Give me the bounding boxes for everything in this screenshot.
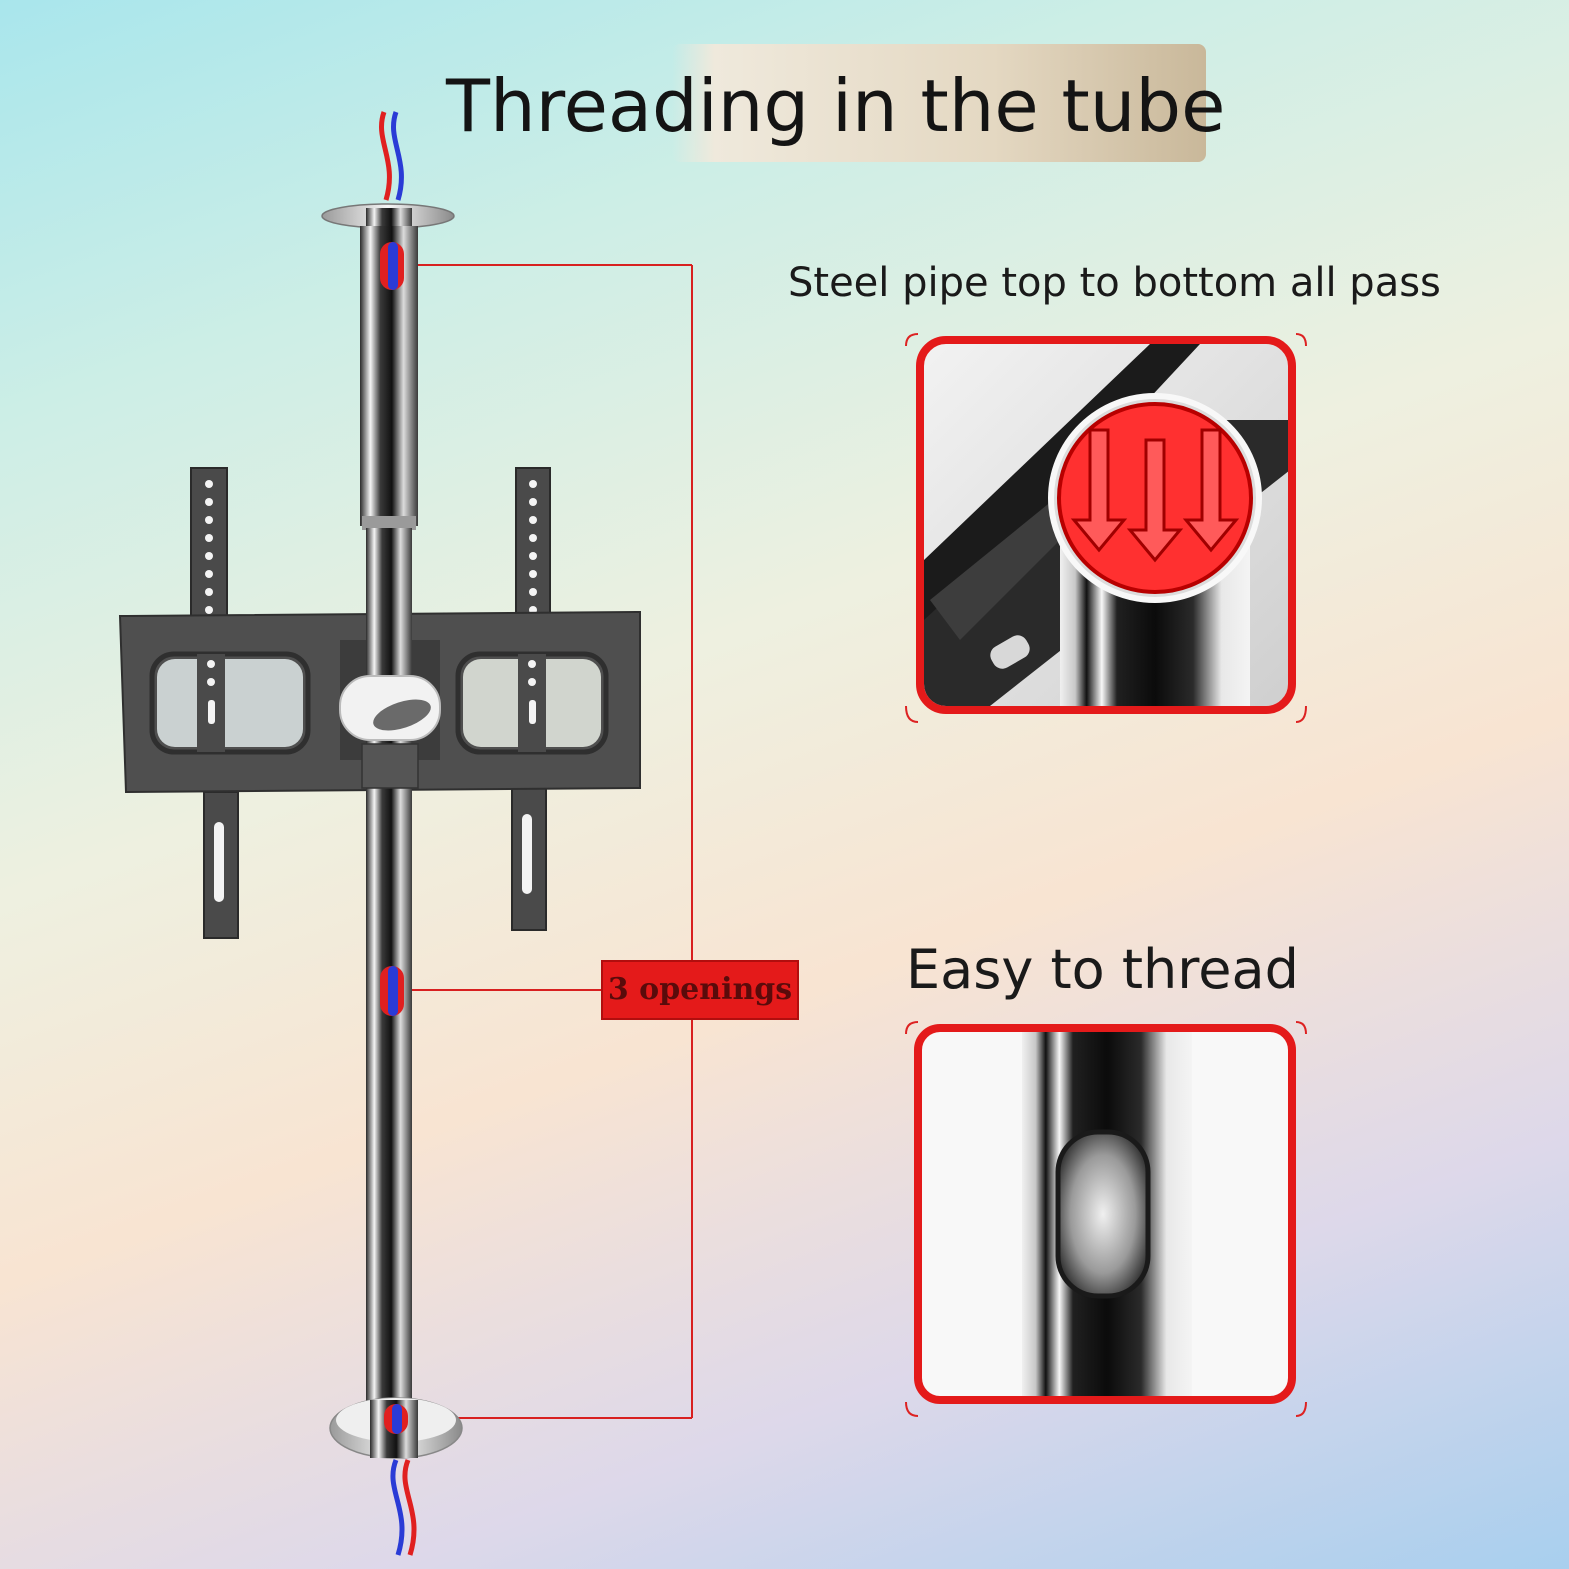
tilt-knob <box>339 675 441 789</box>
openings-connector-lines <box>408 264 693 1419</box>
bottom-cable-icon <box>390 1459 417 1556</box>
openings-label-box <box>601 960 799 1020</box>
ceiling-plate <box>321 203 455 230</box>
top-cable-icon <box>379 111 404 201</box>
opening-bottom <box>384 1404 408 1434</box>
inset-pipe-top <box>905 333 1307 723</box>
callout-bottom-caption: Easy to thread <box>906 938 1299 1001</box>
arrow-down-icon <box>1070 428 1240 563</box>
callout-top-caption: Steel pipe top to bottom all pass <box>788 260 1441 306</box>
inset-pipe-slot <box>905 1021 1307 1417</box>
bracket-arm-overlap <box>197 654 546 752</box>
opening-middle <box>380 966 404 1016</box>
title-plate <box>672 44 1206 162</box>
openings-label: 3 openings <box>607 972 793 1007</box>
opening-top <box>380 242 404 290</box>
page-title: Threading in the tube <box>446 64 1226 148</box>
